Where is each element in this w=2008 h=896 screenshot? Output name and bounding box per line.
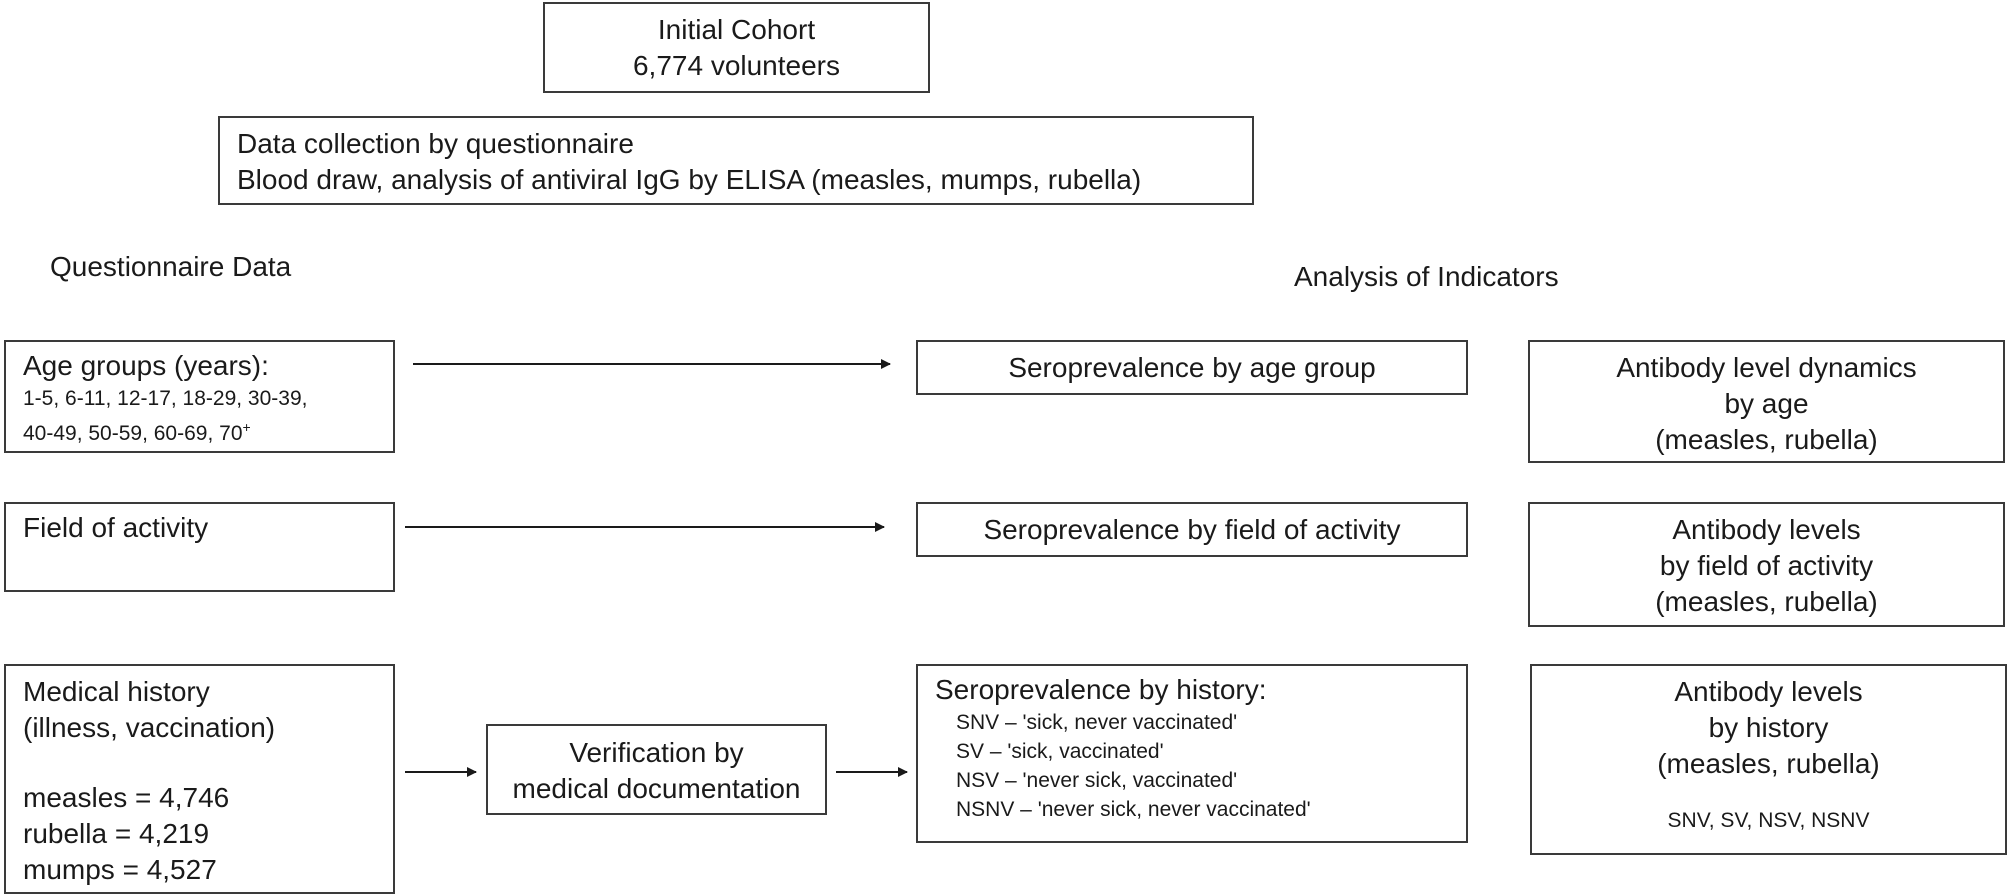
- antibody-age-line-2: by age: [1724, 388, 1809, 419]
- questionnaire-data-heading: Questionnaire Data: [50, 251, 292, 282]
- cohort-title: Initial Cohort: [657, 14, 816, 45]
- age-groups-line-2: 40-49, 50-59, 60-69, 70+: [23, 419, 251, 445]
- antibody-age-line-3: (measles, rubella): [1655, 424, 1878, 455]
- antibody-age-box: Antibody level dynamics by age (measles,…: [1528, 340, 2005, 463]
- measles-count: measles = 4,746: [23, 782, 230, 813]
- antibody-history-line-3: (measles, rubella): [1657, 748, 1880, 779]
- verification-line-1: Verification by: [569, 737, 744, 768]
- medical-history-box: Medical history (illness, vaccination) m…: [4, 664, 395, 894]
- seroprevalence-age-box: Seroprevalence by age group: [916, 340, 1468, 395]
- antibody-history-line-4: SNV, SV, NSV, NSNV: [1667, 809, 1870, 832]
- history-item-snv: SNV – 'sick, never vaccinated': [956, 711, 1238, 734]
- antibody-field-box: Antibody levels by field of activity (me…: [1528, 502, 2005, 627]
- age-groups-line-1: 1-5, 6-11, 12-17, 18-29, 30-39,: [23, 387, 308, 410]
- history-item-sv: SV – 'sick, vaccinated': [956, 740, 1164, 763]
- history-item-nsv: NSV – 'never sick, vaccinated': [956, 769, 1238, 792]
- mumps-count: mumps = 4,527: [23, 854, 217, 885]
- field-of-activity-label: Field of activity: [23, 512, 209, 543]
- seroprevalence-age-label: Seroprevalence by age group: [1008, 352, 1376, 383]
- verification-box: Verification by medical documentation: [486, 724, 827, 815]
- antibody-history-line-1: Antibody levels: [1674, 676, 1863, 707]
- verification-line-2: medical documentation: [512, 773, 801, 804]
- initial-cohort-box: Initial Cohort 6,774 volunteers: [543, 2, 930, 93]
- seroprevalence-history-title: Seroprevalence by history:: [935, 674, 1267, 705]
- field-of-activity-box: Field of activity: [4, 502, 395, 592]
- medical-history-line-1: Medical history: [23, 676, 210, 707]
- antibody-age-line-1: Antibody level dynamics: [1616, 352, 1917, 383]
- history-item-nsnv: NSNV – 'never sick, never vaccinated': [956, 798, 1311, 821]
- age-groups-box: Age groups (years): 1-5, 6-11, 12-17, 18…: [4, 340, 395, 453]
- collection-line-2: Blood draw, analysis of antiviral IgG by…: [237, 164, 1142, 195]
- data-collection-box: Data collection by questionnaire Blood d…: [218, 116, 1254, 205]
- antibody-field-line-1: Antibody levels: [1672, 514, 1861, 545]
- age-groups-title: Age groups (years):: [23, 350, 269, 381]
- seroprevalence-field-box: Seroprevalence by field of activity: [916, 502, 1468, 557]
- cohort-count: 6,774 volunteers: [632, 50, 841, 81]
- antibody-field-line-3: (measles, rubella): [1655, 586, 1878, 617]
- antibody-history-box: Antibody levels by history (measles, rub…: [1530, 664, 2007, 855]
- antibody-field-line-2: by field of activity: [1659, 550, 1874, 581]
- seroprevalence-field-label: Seroprevalence by field of activity: [983, 514, 1401, 545]
- medical-history-line-2: (illness, vaccination): [23, 712, 276, 743]
- collection-line-1: Data collection by questionnaire: [237, 128, 634, 159]
- seroprevalence-history-box: Seroprevalence by history: SNV – 'sick, …: [916, 664, 1468, 843]
- antibody-history-line-2: by history: [1708, 712, 1829, 743]
- analysis-of-indicators-heading: Analysis of Indicators: [1294, 261, 1559, 292]
- rubella-count: rubella = 4,219: [23, 818, 210, 849]
